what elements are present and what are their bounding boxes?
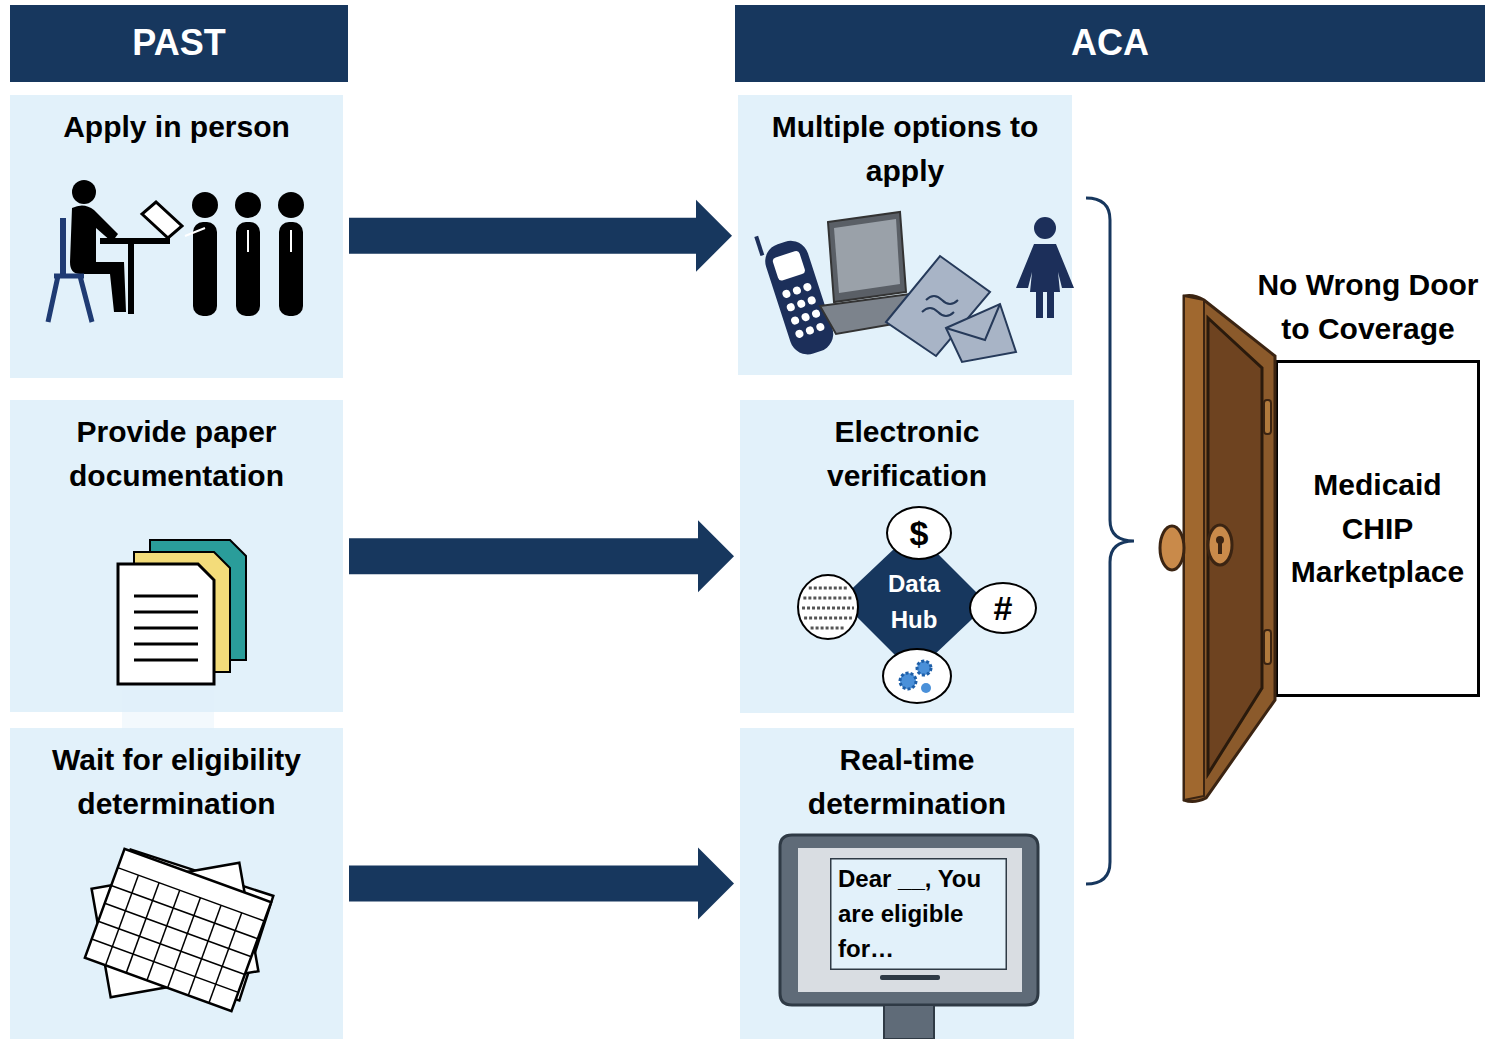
block-arrow	[349, 848, 734, 920]
step-panel: Electronic verificationData Hub $ #	[740, 400, 1074, 713]
panel-heading: Electronic verification	[752, 410, 1062, 497]
person-icon	[1016, 217, 1074, 318]
panel-heading: Provide paper documentation	[22, 410, 331, 497]
binary-disc	[798, 575, 858, 639]
node-label: #	[994, 591, 1013, 625]
panel-heading: Wait for eligibility determination	[22, 738, 331, 825]
header-band: PAST	[10, 5, 348, 82]
node-label: Dear __, You are eligible for…	[838, 862, 999, 966]
step-panel: Provide paper documentation	[10, 400, 343, 712]
door-label: Medicaid CHIP Marketplace	[1282, 463, 1473, 594]
gears-disc	[883, 649, 951, 703]
bracket	[1086, 198, 1134, 884]
laptop-icon	[820, 212, 928, 334]
door-heading: No Wrong Door to Coverage	[1244, 263, 1492, 350]
block-arrow	[349, 520, 734, 592]
header-band: ACA	[735, 5, 1485, 82]
step-panel: Wait for eligibility determination	[10, 728, 343, 1039]
symbol-circle: #	[969, 582, 1037, 634]
people-icon	[48, 180, 304, 322]
panel-heading: Multiple options to apply	[750, 105, 1060, 192]
monitor-icon	[780, 835, 1038, 1039]
step-panel: Apply in person	[10, 95, 343, 378]
band-title: ACA	[1071, 17, 1149, 69]
step-panel: Multiple options to apply	[738, 95, 1072, 375]
calendar-icon	[85, 849, 273, 1011]
node-label: Data Hub	[879, 566, 949, 638]
node-label: $	[910, 516, 929, 550]
door-icon	[1160, 296, 1275, 802]
phone-icon	[754, 223, 838, 360]
band-title: PAST	[132, 17, 225, 69]
panel-heading: Real-time determination	[752, 738, 1062, 825]
symbol-circle: $	[886, 506, 952, 560]
door-opening: No Wrong Door to CoverageMedicaid CHIP M…	[1275, 360, 1480, 697]
screen-box: Dear __, You are eligible for…	[830, 858, 1007, 972]
panel-heading: Apply in person	[22, 105, 331, 149]
documents-icon	[118, 540, 246, 730]
block-arrow	[349, 200, 732, 272]
letter-icon	[886, 256, 1016, 362]
step-panel: Real-time determinationDear __, You are …	[740, 728, 1074, 1039]
